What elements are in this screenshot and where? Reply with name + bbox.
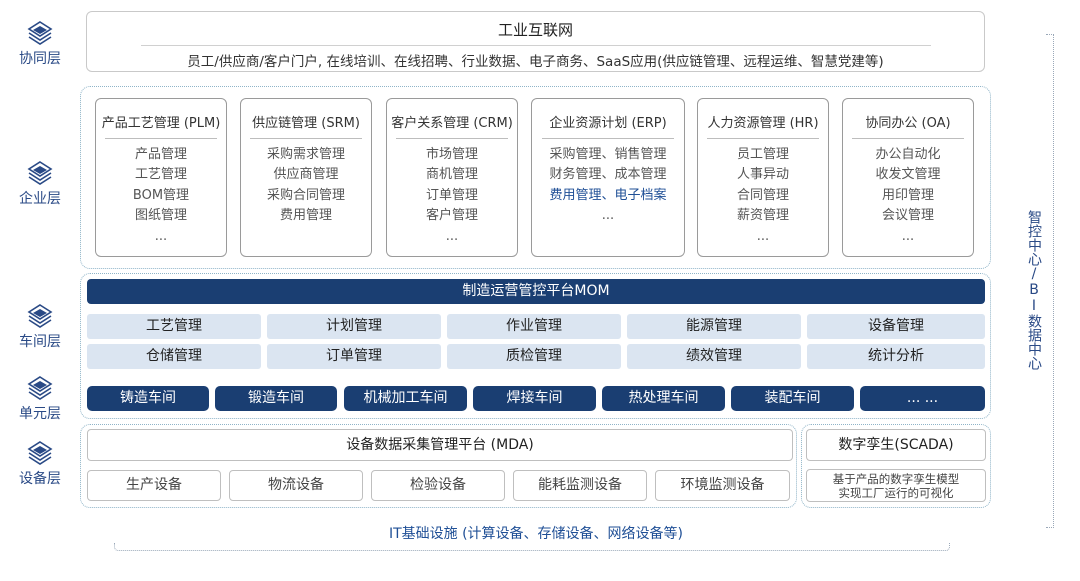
scada-frame (801, 424, 991, 508)
system-item: 办公自动化 (875, 147, 941, 162)
system-item: 收发文管理 (875, 167, 941, 183)
layers-icon (27, 304, 53, 328)
system-item: 薪资管理 (736, 208, 789, 224)
mda-frame (80, 424, 797, 508)
mom-module: 质检管理 (447, 344, 621, 369)
bi-bracket (1046, 34, 1054, 528)
system-item: 费用管理、电子档案 (549, 187, 667, 203)
divider (105, 138, 217, 139)
layer-label-device: 设备层 (8, 440, 72, 488)
workshop-item: 装配车间 (731, 386, 854, 411)
divider (852, 138, 964, 139)
device-item: 能耗监测设备 (513, 470, 647, 501)
industrial-internet-title: 工业互联网 (497, 21, 573, 39)
layer-label-workshop: 车间层 (8, 303, 72, 351)
device-item: 生产设备 (87, 470, 221, 501)
system-item: 市场管理 (425, 147, 478, 162)
system-title: 人力资源管理 (HR) (707, 116, 819, 131)
bi-center-label: 智控中心/BI数据中心 (1026, 210, 1042, 370)
device-item: 环境监测设备 (655, 470, 790, 501)
mom-platform-bar: 制造运营管控平台MOM (87, 279, 985, 304)
system-item: 客户管理 (425, 208, 478, 224)
mom-module: 绩效管理 (627, 344, 801, 369)
layers-icon (27, 161, 53, 185)
layers-icon (27, 21, 53, 45)
mom-module: 作业管理 (447, 314, 621, 339)
system-item: 图纸管理 (134, 208, 187, 224)
layer-label-unit: 单元层 (8, 375, 72, 423)
mom-module: 设备管理 (807, 314, 985, 339)
system-item: 员工管理 (736, 147, 789, 162)
device-item: 检验设备 (371, 470, 505, 501)
system-item: ... (756, 228, 770, 244)
scada-desc-line: 实现工厂运行的可视化 (838, 486, 954, 500)
layer-label-enterprise: 企业层 (8, 160, 72, 208)
system-item: 采购需求管理 (266, 147, 345, 162)
layer-label-collab: 协同层 (8, 20, 72, 68)
scada-desc-line: 基于产品的数字孪生模型 (832, 472, 960, 486)
system-item: 费用管理 (279, 208, 332, 224)
industrial-internet-desc: 员工/供应商/客户门户, 在线培训、在线招聘、行业数据、电子商务、SaaS应用(… (187, 54, 884, 70)
system-item: 采购合同管理 (266, 187, 345, 203)
system-title: 客户关系管理 (CRM) (391, 116, 513, 131)
mom-module: 工艺管理 (87, 314, 261, 339)
system-item: ... (445, 228, 459, 244)
divider (396, 138, 508, 139)
divider (707, 138, 819, 139)
divider (542, 138, 674, 139)
system-item: 商机管理 (425, 167, 478, 183)
device-item: 物流设备 (229, 470, 363, 501)
system-item: ... (901, 228, 915, 244)
mom-module: 统计分析 (807, 344, 985, 369)
system-item: 会议管理 (881, 208, 934, 224)
system-item: 订单管理 (425, 187, 478, 203)
system-card-hr: 人力资源管理 (HR) 员工管理 人事异动 合同管理 薪资管理 ... (697, 98, 829, 257)
workshop-item: 锻造车间 (215, 386, 337, 411)
system-item: 工艺管理 (134, 167, 187, 183)
system-item: 财务管理、成本管理 (549, 167, 667, 183)
mom-module: 订单管理 (267, 344, 441, 369)
system-card-erp: 企业资源计划 (ERP) 采购管理、销售管理 财务管理、成本管理 费用管理、电子… (531, 98, 685, 257)
workshop-item: ... ... (860, 386, 985, 411)
system-item: 产品管理 (134, 147, 187, 162)
mom-module: 计划管理 (267, 314, 441, 339)
mom-module: 能源管理 (627, 314, 801, 339)
system-item: 供应商管理 (273, 167, 339, 183)
scada-title: 数字孪生(SCADA) (806, 429, 986, 461)
system-item: ... (154, 228, 168, 244)
workshop-item: 铸造车间 (87, 386, 209, 411)
workshop-item: 焊接车间 (473, 386, 596, 411)
workshop-layer-frame (80, 273, 991, 419)
system-item: 用印管理 (881, 187, 934, 203)
system-item: 人事异动 (736, 167, 789, 183)
system-card-srm: 供应链管理 (SRM) 采购需求管理 供应商管理 采购合同管理 费用管理 (240, 98, 372, 257)
system-item: BOM管理 (132, 187, 190, 203)
workshop-item: 机械加工车间 (344, 386, 467, 411)
workshop-item: 热处理车间 (602, 386, 725, 411)
layers-icon (27, 441, 53, 465)
system-card-plm: 产品工艺管理 (PLM) 产品管理 工艺管理 BOM管理 图纸管理 ... (95, 98, 227, 257)
system-item: ... (601, 208, 615, 224)
layers-icon (27, 376, 53, 400)
divider (250, 138, 362, 139)
enterprise-layer-frame (80, 86, 991, 269)
it-infrastructure-bracket (114, 543, 950, 551)
system-card-crm: 客户关系管理 (CRM) 市场管理 商机管理 订单管理 客户管理 ... (386, 98, 518, 257)
system-item: 采购管理、销售管理 (549, 147, 667, 162)
system-item: 合同管理 (736, 187, 789, 203)
system-title: 企业资源计划 (ERP) (549, 116, 667, 131)
system-title: 协同办公 (OA) (865, 116, 951, 131)
system-title: 供应链管理 (SRM) (252, 116, 360, 131)
mom-module: 仓储管理 (87, 344, 261, 369)
it-infrastructure-label: IT基础设施 (计算设备、存储设备、网络设备等) (388, 526, 684, 542)
divider (140, 45, 931, 46)
scada-desc: 基于产品的数字孪生模型 实现工厂运行的可视化 (806, 469, 986, 502)
system-title: 产品工艺管理 (PLM) (101, 116, 221, 131)
mda-platform-title: 设备数据采集管理平台 (MDA) (87, 429, 793, 461)
industrial-internet-box: 工业互联网 员工/供应商/客户门户, 在线培训、在线招聘、行业数据、电子商务、S… (86, 11, 985, 72)
system-card-oa: 协同办公 (OA) 办公自动化 收发文管理 用印管理 会议管理 ... (842, 98, 974, 257)
